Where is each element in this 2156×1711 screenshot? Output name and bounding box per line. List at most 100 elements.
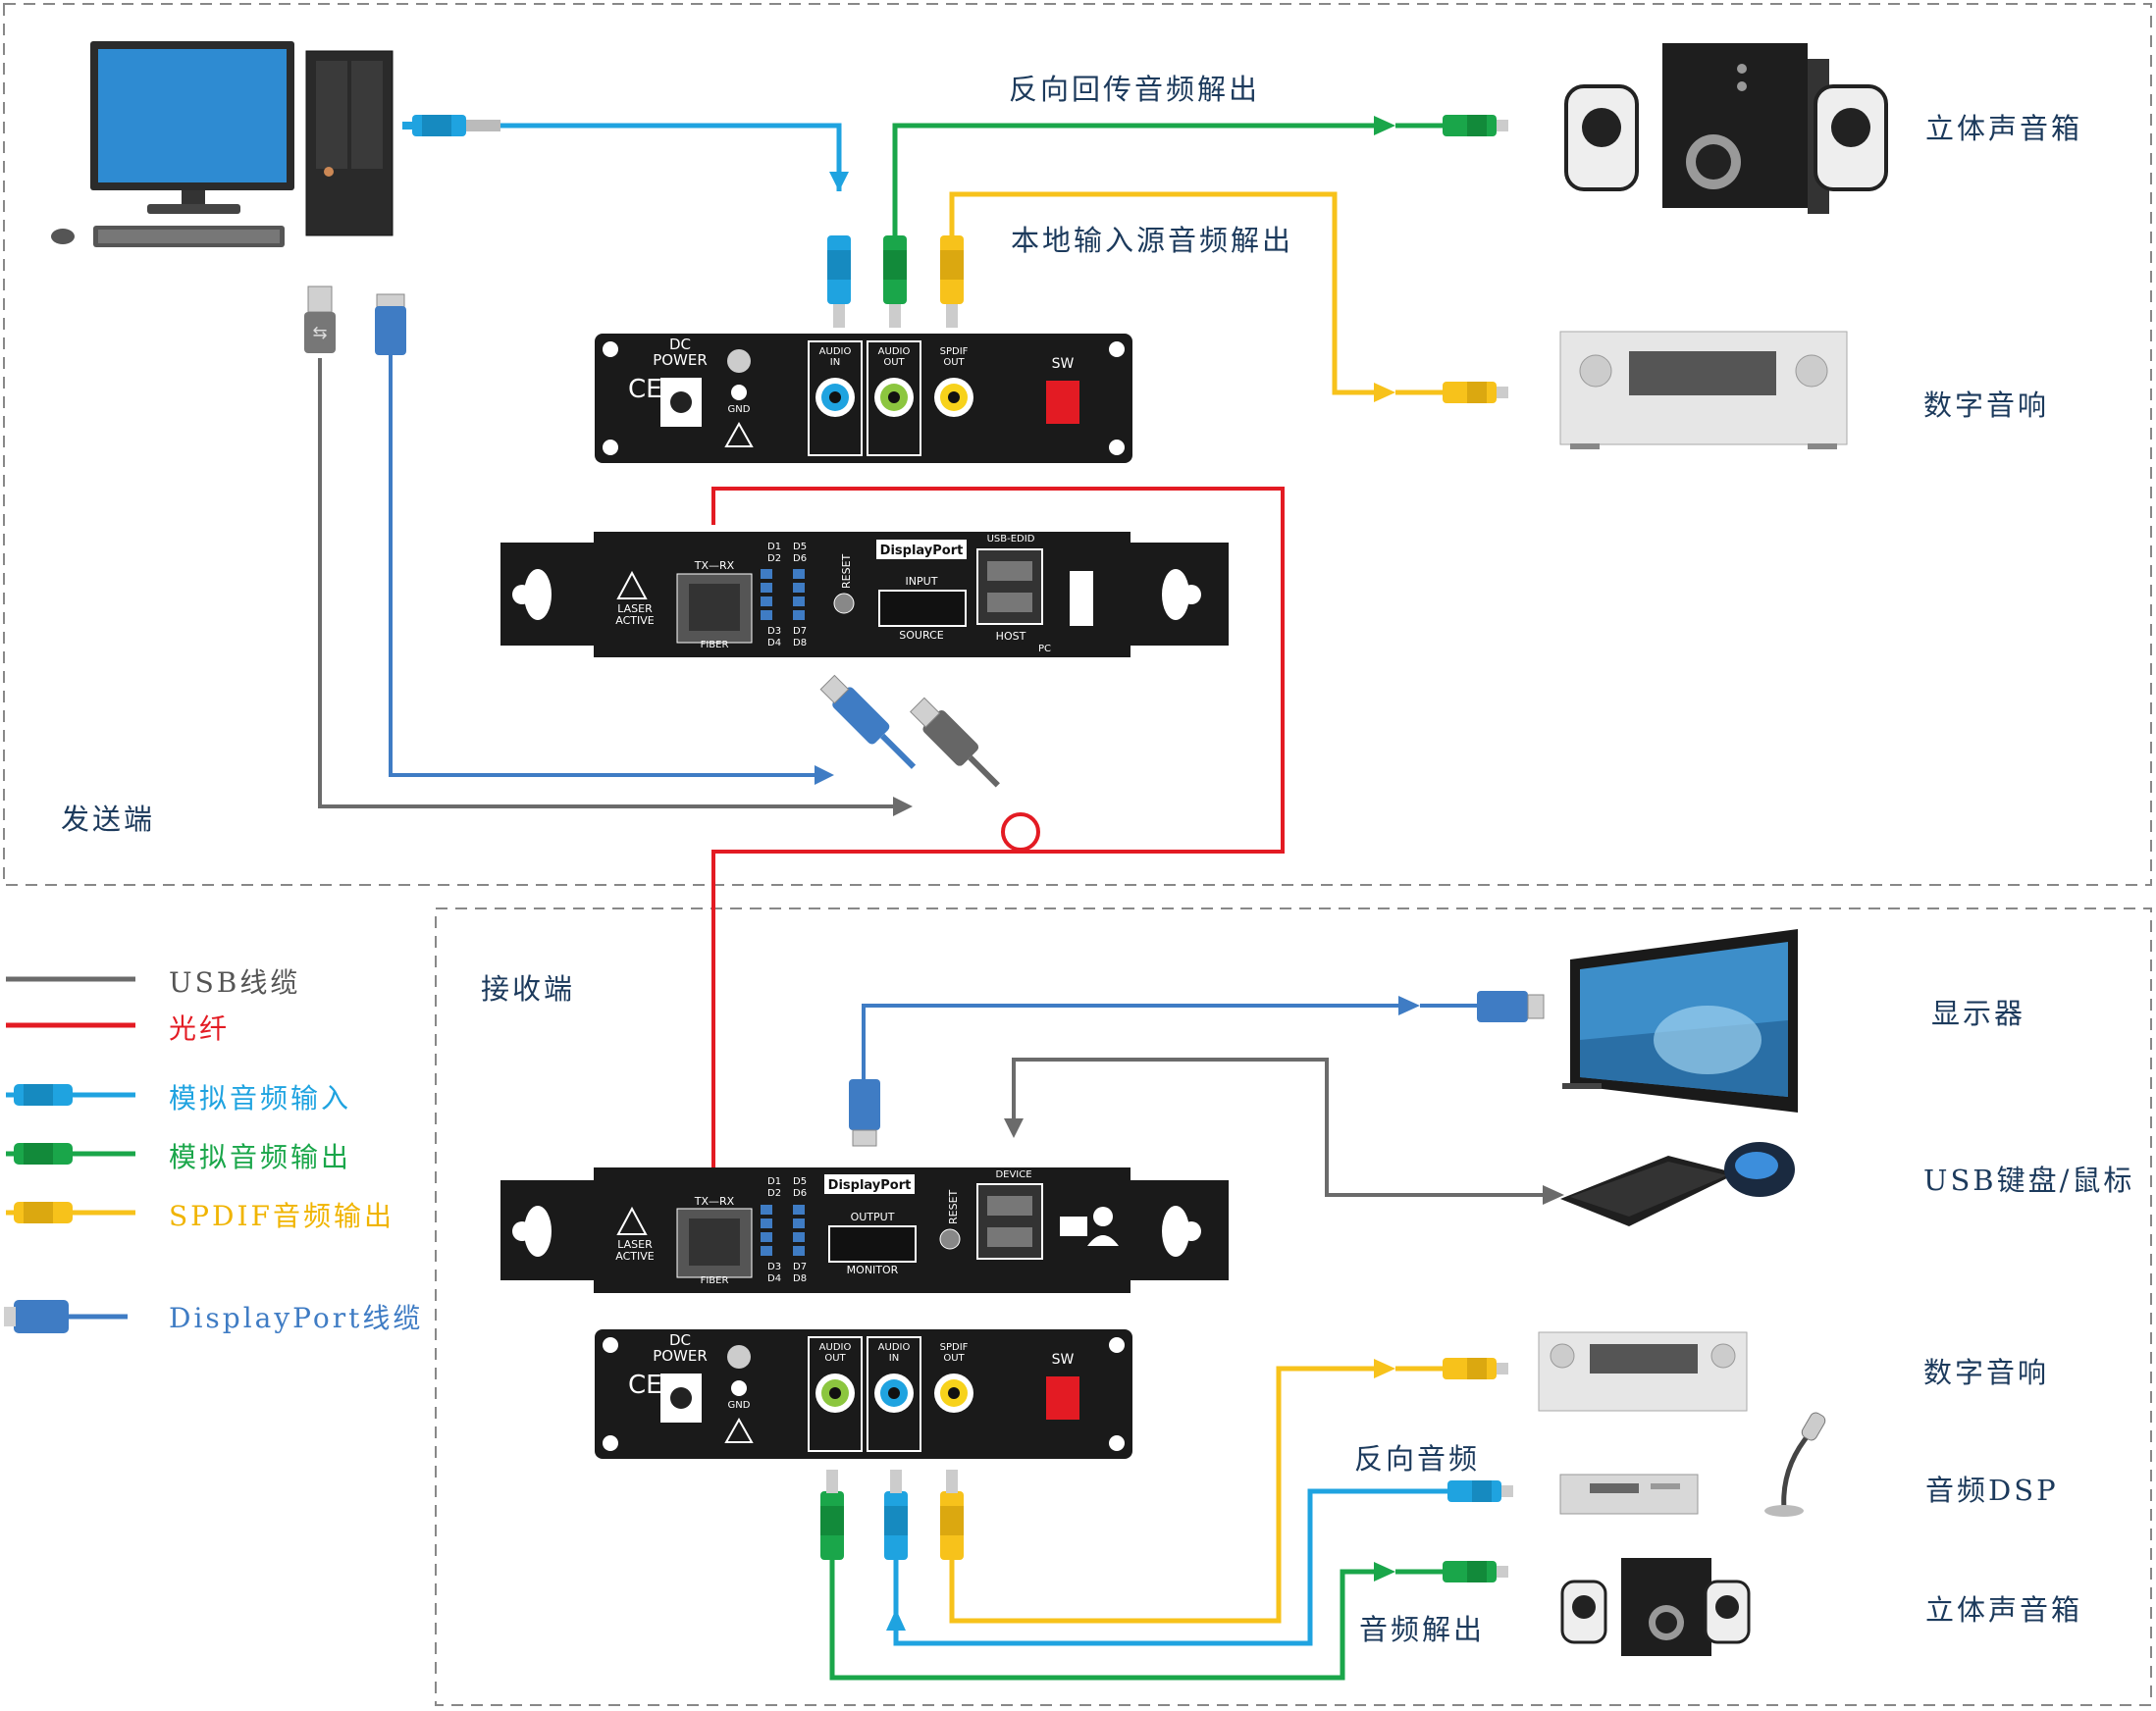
pc-label: PC — [1038, 644, 1051, 654]
power-label: POWER — [653, 1347, 708, 1365]
rca-plug-icon — [884, 1470, 908, 1560]
reset-button-icon — [939, 1228, 961, 1250]
led-d2-label: D2 — [767, 1188, 781, 1199]
arrow-icon — [1543, 1185, 1564, 1205]
output-label: OUTPUT — [851, 1211, 895, 1223]
reverse-audio-label: 反向音频 — [1354, 1442, 1481, 1476]
rca-plug-icon — [1443, 382, 1508, 403]
sender-main-panel: LASER ACTIVE TX—RX FIBER D1 D2 D3 D4 D5 … — [500, 532, 1229, 657]
ce-label: CE — [628, 1371, 662, 1400]
sw-switch-icon — [1046, 381, 1079, 424]
keyboard-icon — [51, 226, 285, 247]
reset-label: RESET — [947, 1189, 960, 1224]
led-d7-label: D7 — [793, 1262, 807, 1272]
arrow-icon — [1374, 116, 1395, 135]
audio-in-sub-label: IN — [830, 357, 840, 368]
stereo-speaker-bottom-label: 立体声音箱 — [1925, 1593, 2083, 1627]
stereo-speaker-icon — [1560, 1558, 1751, 1656]
rca-plug-icon — [1443, 1358, 1508, 1379]
audio-out-label: AUDIO — [819, 1342, 852, 1353]
monitor-label: 显示器 — [1931, 997, 2026, 1030]
rca-plug-icon — [827, 235, 851, 328]
reverse-audio-cable — [892, 123, 1374, 235]
rca-plug-icon — [820, 1470, 844, 1560]
spdif-sub-label: OUT — [943, 357, 965, 368]
led-d1-label: D1 — [767, 1176, 781, 1187]
legend-fiber-label: 光纤 — [169, 1012, 231, 1045]
keyboard-mouse-label: USB键盘/鼠标 — [1923, 1164, 2135, 1197]
keyboard-mouse-icon — [1560, 1142, 1795, 1226]
usb-cable-receiver — [1012, 1058, 1543, 1197]
spdif-cable-receiver — [949, 1366, 1374, 1624]
microphone-icon — [1764, 1412, 1826, 1517]
displayport-label: DisplayPort — [828, 1178, 912, 1193]
arrow-icon — [893, 797, 913, 816]
stereo-speaker-icon — [1564, 43, 1888, 214]
pc-tower-small-icon — [1070, 571, 1093, 626]
led-column-icon — [761, 1205, 805, 1256]
legend-usb-label: USB线缆 — [169, 966, 301, 999]
rca-plug-icon — [883, 235, 907, 328]
digital-audio-amplifier-icon — [1559, 331, 1848, 449]
dp-cable-sender — [389, 353, 815, 777]
input-label: INPUT — [906, 575, 938, 588]
sw-label: SW — [1052, 356, 1075, 372]
led-d5-label: D5 — [793, 1176, 807, 1187]
audio-out-label: 音频解出 — [1359, 1613, 1486, 1646]
laser-warning-icon — [616, 1206, 648, 1235]
legend-analog-out-label: 模拟音频输出 — [169, 1141, 352, 1173]
usb-plug-icon: ⇆ — [304, 285, 336, 353]
receiver-zone-label: 接收端 — [481, 972, 576, 1006]
legend-dp-swatch — [4, 1300, 128, 1333]
usb-port-icon — [976, 548, 1043, 625]
stereo-speaker-top-label: 立体声音箱 — [1925, 112, 2083, 145]
source-label: SOURCE — [899, 629, 943, 642]
rca-plug-icon — [402, 115, 500, 136]
active-label: ACTIVE — [615, 1250, 655, 1263]
audio-in-label: AUDIO — [878, 1342, 911, 1353]
rca-plug-icon — [1443, 115, 1508, 136]
fiber-label: FIBER — [701, 1275, 729, 1286]
sw-switch-icon — [1046, 1376, 1079, 1420]
sender-zone-border — [3, 3, 2152, 886]
legend-analog-out-swatch — [6, 1143, 135, 1165]
dp-plug-icon — [849, 1079, 880, 1147]
led-d8-label: D8 — [793, 638, 807, 648]
audio-out-sub-label: OUT — [824, 1353, 846, 1364]
led-d1-label: D1 — [767, 542, 781, 552]
host-label: HOST — [996, 630, 1026, 643]
reset-label: RESET — [840, 553, 853, 589]
arrow-icon — [829, 172, 849, 191]
arrow-icon — [1374, 1562, 1395, 1581]
gnd-label: GND — [728, 1400, 751, 1411]
power-label: POWER — [653, 351, 708, 369]
receiver-audio-panel: DC POWER CE GND AUDIO OUT AUDIO IN SPDIF… — [595, 1329, 1132, 1459]
analog-in-cable-sender — [500, 123, 842, 191]
ce-label: CE — [628, 375, 662, 404]
dc-label: DC — [669, 1331, 691, 1349]
receiver-main-panel: LASER ACTIVE TX—RX FIBER D1 D2 D3 D4 D5 … — [500, 1167, 1229, 1293]
txrx-label: TX—RX — [694, 559, 735, 572]
pc-monitor-icon — [90, 41, 294, 214]
sw-label: SW — [1052, 1352, 1075, 1368]
rca-plug-icon — [940, 235, 964, 328]
fiber-cable — [711, 487, 1285, 1167]
spdif-label: SPDIF — [940, 1342, 969, 1353]
warning-icon — [724, 421, 754, 447]
monitor-tv-icon — [1562, 929, 1798, 1113]
laser-label: LASER — [617, 1238, 653, 1251]
user-computer-icon — [1060, 1207, 1119, 1246]
dp-plug-icon — [819, 674, 917, 769]
audio-out-label: AUDIO — [878, 346, 911, 357]
receiver-zone-border — [435, 907, 2152, 1706]
dp-plug-icon — [375, 293, 406, 355]
dp-output-port-icon — [828, 1225, 917, 1263]
device-label: DEVICE — [995, 1169, 1031, 1180]
led-d2-label: D2 — [767, 553, 781, 564]
rca-plug-icon — [1447, 1480, 1513, 1502]
gnd-label: GND — [728, 404, 751, 415]
audio-in-label: AUDIO — [819, 346, 852, 357]
audio-dsp-icon — [1559, 1474, 1699, 1515]
